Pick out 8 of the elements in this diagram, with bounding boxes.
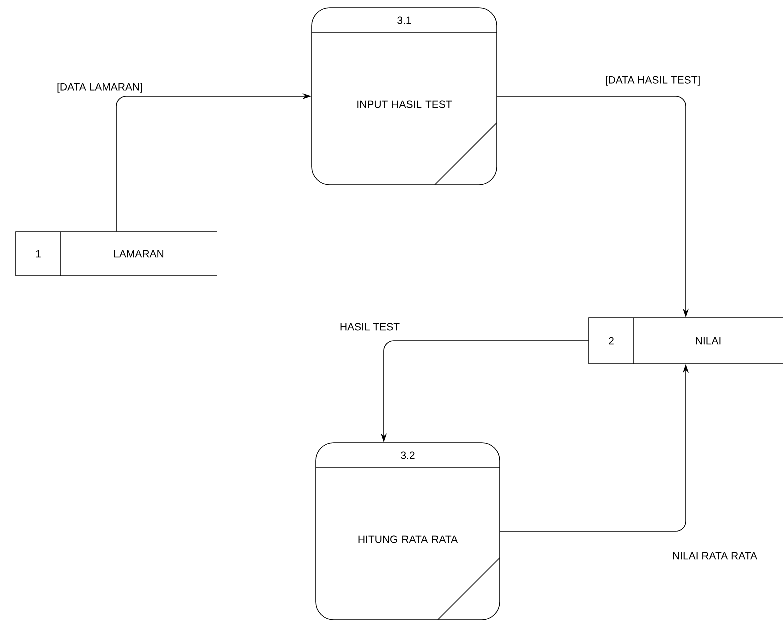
process-box: 3.2 HITUNG RATA RATA [316, 442, 500, 620]
data-store: 2 NILAI [588, 318, 783, 364]
process-box: 3.1 INPUT HASIL TEST [312, 8, 498, 186]
edge-label: [DATA HASIL TEST] [604, 75, 702, 87]
edge-label: NILAI RATA RATA [672, 551, 758, 561]
edge-label: [DATA LAMARAN] [56, 82, 144, 94]
edge-label: HASIL TEST [338, 322, 402, 332]
data-store: 1 LAMARAN [16, 232, 218, 276]
